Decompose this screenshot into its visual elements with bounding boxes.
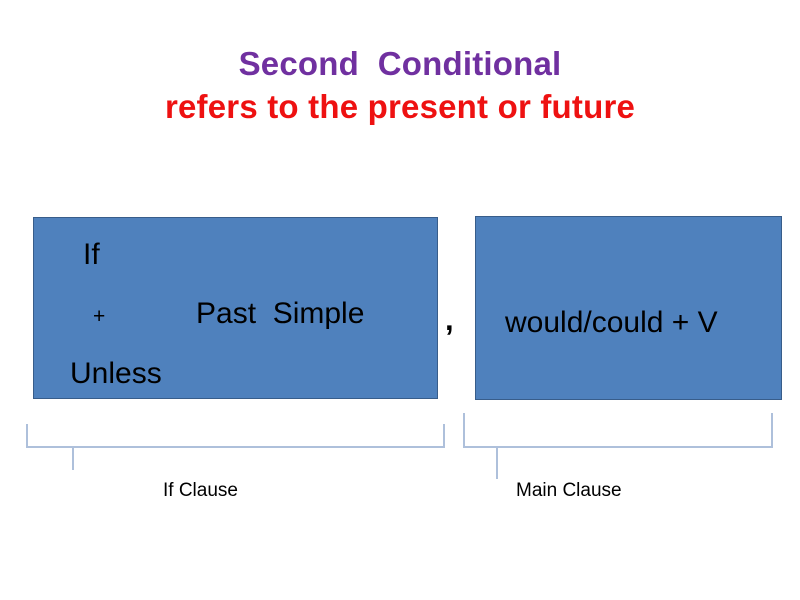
would-could-verb-label: would/could + V <box>505 306 718 339</box>
page-subtitle: refers to the present or future <box>164 88 636 125</box>
main-clause-label: Main Clause <box>516 480 622 501</box>
title-block: Second Conditional refers to the present… <box>0 44 800 128</box>
if-clause-box: If + Past Simple Unless <box>33 217 438 399</box>
past-simple-label: Past Simple <box>196 297 365 330</box>
if-clause-bracket-tick <box>72 446 74 470</box>
if-keyword-label: If <box>83 238 100 271</box>
page-title: Second Conditional <box>238 45 562 82</box>
if-clause-bracket <box>26 424 445 448</box>
plus-sign-label: + <box>93 305 106 328</box>
main-clause-bracket <box>463 413 773 448</box>
main-clause-bracket-tick <box>496 446 498 479</box>
unless-keyword-label: Unless <box>70 357 162 390</box>
main-clause-box: would/could + V <box>475 216 782 400</box>
comma-separator: , <box>445 302 454 337</box>
if-clause-label: If Clause <box>163 480 238 501</box>
